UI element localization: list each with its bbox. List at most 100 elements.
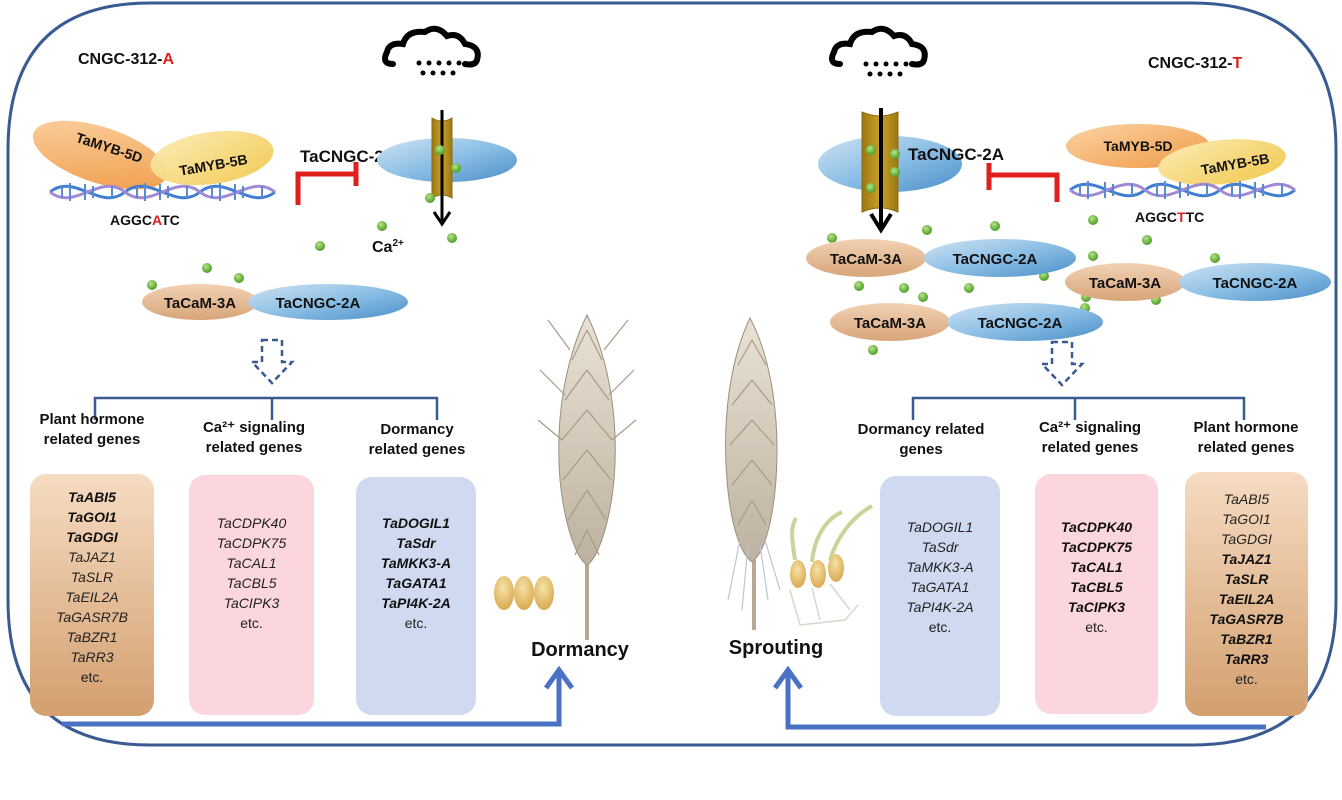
gene-name: TaGASR7B xyxy=(56,609,128,625)
gene-name: TaCDPK75 xyxy=(217,535,287,551)
myb-5b-protein xyxy=(150,130,274,186)
gene-name: TaEIL2A xyxy=(65,589,118,605)
gene-group-header: Plant hormone xyxy=(1193,419,1298,436)
svg-text:TaCNGC-2A: TaCNGC-2A xyxy=(978,315,1063,332)
gene-name: TaGOI1 xyxy=(67,509,116,525)
gene-group-header: related genes xyxy=(1198,439,1295,456)
gene-name: TaDOGIL1 xyxy=(907,519,973,535)
gene-name: TaSLR xyxy=(71,569,113,585)
gene-box-calcium xyxy=(1035,474,1158,714)
gene-name: TaSLR xyxy=(1225,571,1270,587)
gene-name: TaBZR1 xyxy=(1220,631,1273,647)
gene-name: TaCIPK3 xyxy=(224,595,280,611)
svg-text:TaCaM-3A: TaCaM-3A xyxy=(1089,275,1161,292)
gene-group-header: Ca²⁺ signaling xyxy=(1039,419,1141,436)
gene-name: TaPI4K-2A xyxy=(906,599,973,615)
gene-name: TaCDPK40 xyxy=(1061,519,1132,535)
gene-name: TaCBL5 xyxy=(1070,579,1123,595)
gene-name: TaEIL2A xyxy=(1219,591,1275,607)
gene-name: TaPI4K-2A xyxy=(381,595,451,611)
outer-frame xyxy=(6,1,1338,747)
rain-cloud-icon xyxy=(829,25,928,77)
gene-group-header: related genes xyxy=(369,441,466,458)
gene-etc: etc. xyxy=(405,615,428,631)
cam-cngc-complex: TaCaM-3A TaCNGC-2A xyxy=(1065,263,1331,301)
right-cngc-channel-label: TaCNGC-2A xyxy=(908,145,1004,164)
svg-text:TaCNGC-2A: TaCNGC-2A xyxy=(1213,275,1298,292)
gene-box-hormone xyxy=(30,474,154,716)
gene-name: TaGDGI xyxy=(1221,531,1272,547)
cam-protein xyxy=(142,284,258,320)
sprouting-outcome-label: Sprouting xyxy=(729,637,823,659)
left-gene-group-hormone: Plant hormone related genesTaABI5TaGOI1Ta… xyxy=(30,411,154,716)
gene-name: TaDOGIL1 xyxy=(382,515,450,531)
left-bracket xyxy=(93,396,439,420)
gene-name: TaMKK3-A xyxy=(906,559,973,575)
svg-text:TaCaM-3A: TaCaM-3A xyxy=(854,315,926,332)
sprouting-seeds-image xyxy=(789,504,873,626)
rain-cloud-icon xyxy=(382,25,481,76)
gene-box-hormone xyxy=(1185,472,1308,716)
gene-name: TaJAZ1 xyxy=(68,549,116,565)
gene-name: TaSdr xyxy=(396,535,437,551)
gene-name: TaRR3 xyxy=(1225,651,1269,667)
gene-group-header: related genes xyxy=(1042,439,1139,456)
gene-box-dormancy xyxy=(356,477,476,715)
dna-helix-icon xyxy=(49,183,276,201)
gene-group-header: Plant hormone xyxy=(39,411,144,428)
dna-helix-icon xyxy=(1069,181,1296,199)
gene-etc: etc. xyxy=(81,669,104,685)
dormant-wheat-spike-image xyxy=(537,313,637,640)
gene-etc: etc. xyxy=(1085,619,1108,635)
inhibition-icon xyxy=(295,162,359,205)
gene-group-header: genes xyxy=(899,441,942,458)
gene-etc: etc. xyxy=(929,619,952,635)
gene-name: TaRR3 xyxy=(70,649,113,665)
gene-etc: etc. xyxy=(1235,671,1258,687)
sprouting-flow-arrow xyxy=(785,672,1266,730)
right-panel: CNGC-312-T TaCNGC-2A TaMYB-5D TaMYB-5B xyxy=(806,25,1331,420)
dormancy-flow-arrow xyxy=(62,672,562,727)
gene-name: TaABI5 xyxy=(68,489,116,505)
inhibition-icon xyxy=(986,163,1060,202)
myb-5d-protein xyxy=(32,120,168,190)
gene-name: TaCDPK75 xyxy=(1061,539,1132,555)
sprouting-wheat-spike-image xyxy=(725,316,781,630)
gene-name: TaBZR1 xyxy=(67,629,118,645)
gene-name: TaJAZ1 xyxy=(1221,551,1271,567)
gene-box-calcium xyxy=(189,475,314,715)
calcium-ion-label: Ca2+ xyxy=(372,238,404,256)
gene-name: TaCBL5 xyxy=(226,575,276,591)
gene-name: TaCIPK3 xyxy=(1068,599,1125,615)
dashed-down-arrow-icon xyxy=(249,338,295,385)
cam-cngc-complex: TaCaM-3A TaCNGC-2A xyxy=(806,239,1076,277)
gene-box-dormancy xyxy=(880,476,1000,716)
gene-name: TaGASR7B xyxy=(1209,611,1283,627)
svg-text:TaCNGC-2A: TaCNGC-2A xyxy=(953,251,1038,268)
gene-etc: etc. xyxy=(240,615,263,631)
gene-name: TaSdr xyxy=(922,539,960,555)
cngc-protein xyxy=(248,284,408,320)
cam-label: TaCaM-3A xyxy=(164,295,236,312)
right-gene-group-dormancy: Dormancy relatedgenesTaDOGIL1TaSdrTaMKK3… xyxy=(858,421,1000,716)
left-panel: CNGC-312-A TaMYB-5D TaMYB-5B AGGCATC xyxy=(32,25,517,420)
left-motif: AGGCATC xyxy=(110,212,180,228)
gene-group-header: related genes xyxy=(44,431,141,448)
gene-name: TaABI5 xyxy=(1224,491,1270,507)
right-bracket xyxy=(911,396,1246,420)
myb-5b-protein xyxy=(1158,139,1286,185)
gene-group-header: related genes xyxy=(206,439,303,456)
dashed-down-arrow-icon xyxy=(1039,340,1085,387)
cam-cngc-complex: TaCaM-3A TaCNGC-2A xyxy=(830,303,1103,341)
left-cngc-channel-label: TaCNGC-2A xyxy=(300,147,396,166)
gene-name: TaGATA1 xyxy=(385,575,446,591)
right-gene-group-calcium: Ca²⁺ signaling related genesTaCDPK40TaCDP… xyxy=(1035,419,1158,714)
myb-5d-label: TaMYB-5D xyxy=(1104,138,1173,154)
gene-group-header: Dormancy xyxy=(380,421,454,438)
calcium-ions xyxy=(147,145,461,290)
